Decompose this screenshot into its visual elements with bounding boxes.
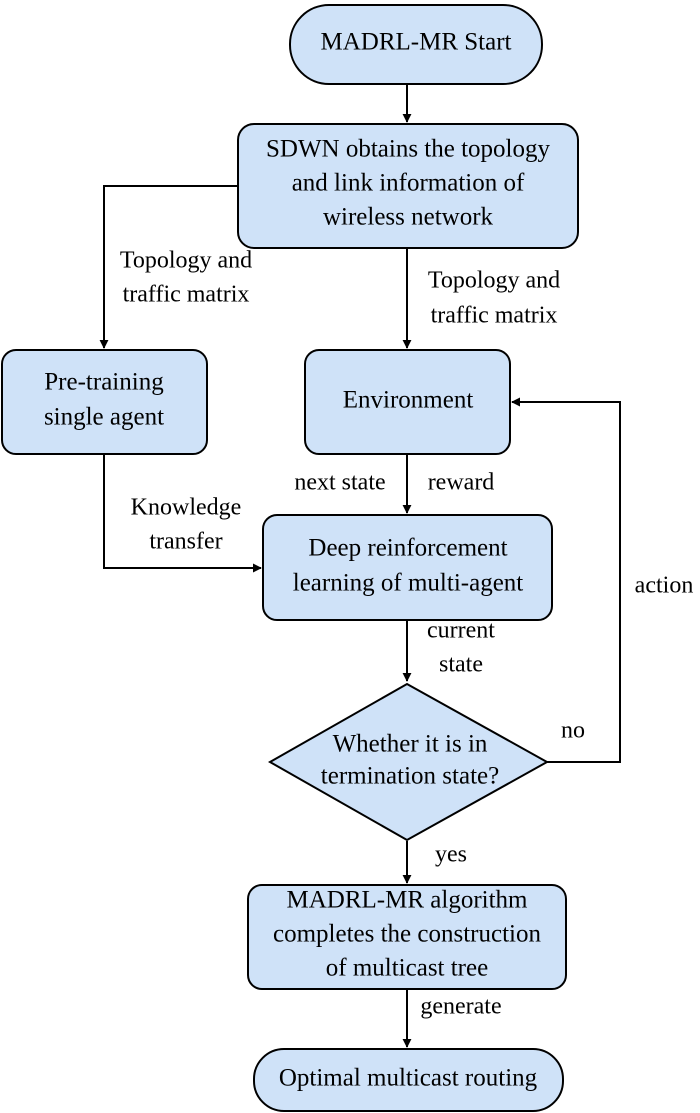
completes-label-line2: completes the construction bbox=[273, 921, 541, 948]
current-state-label-line2: state bbox=[439, 652, 483, 678]
generate-label: generate bbox=[420, 994, 501, 1020]
pretrain-node: Pre-training single agent bbox=[1, 349, 208, 455]
sdwn-label-line3: wireless network bbox=[323, 204, 494, 231]
edge-pretrain-to-drl bbox=[103, 454, 262, 573]
decision-label-line2: termination state? bbox=[321, 763, 499, 790]
next-state-label: next state bbox=[294, 470, 385, 496]
environment-node: Environment bbox=[304, 349, 511, 455]
start-node: MADRL-MR Start bbox=[289, 4, 543, 85]
sdwn-label-line1: SDWN obtains the topology bbox=[266, 136, 551, 163]
knowledge-label-line2: transfer bbox=[149, 529, 222, 555]
environment-label: Environment bbox=[343, 387, 474, 414]
drl-node: Deep reinforcement learning of multi-age… bbox=[262, 514, 553, 621]
end-label: Optimal multicast routing bbox=[279, 1065, 538, 1092]
topology-right-label-line2: traffic matrix bbox=[431, 303, 558, 329]
topology-left-label-line2: traffic matrix bbox=[123, 282, 250, 308]
edge-decision-to-environment-no bbox=[511, 397, 621, 763]
drl-label-line1: Deep reinforcement bbox=[308, 535, 507, 562]
completes-label-line3: of multicast tree bbox=[326, 955, 488, 982]
sdwn-label-line2: and link information of bbox=[292, 170, 525, 197]
drl-label-line2: learning of multi-agent bbox=[293, 570, 524, 597]
decision-label-line1: Whether it is in bbox=[333, 731, 488, 758]
edge-sdwn-to-pretrain bbox=[99, 185, 238, 349]
pretrain-label-line2: single agent bbox=[44, 404, 164, 431]
start-label: MADRL-MR Start bbox=[321, 29, 512, 56]
completes-node: MADRL-MR algorithm completes the constru… bbox=[247, 884, 567, 990]
no-label: no bbox=[561, 718, 585, 744]
pretrain-label-line1: Pre-training bbox=[44, 369, 164, 396]
edge-labels: Topology and traffic matrix Topology and… bbox=[120, 248, 693, 1020]
end-node: Optimal multicast routing bbox=[253, 1048, 564, 1112]
knowledge-label-line1: Knowledge bbox=[131, 495, 242, 521]
completes-label-line1: MADRL-MR algorithm bbox=[287, 887, 529, 914]
decision-node: Whether it is in termination state? bbox=[267, 682, 550, 842]
yes-label: yes bbox=[435, 842, 467, 868]
action-label: action bbox=[635, 573, 694, 599]
reward-label: reward bbox=[428, 470, 495, 496]
current-state-label-line1: current bbox=[427, 618, 495, 644]
topology-left-label-line1: Topology and bbox=[120, 248, 252, 274]
connectors bbox=[99, 84, 621, 1048]
sdwn-node: SDWN obtains the topology and link infor… bbox=[237, 123, 579, 249]
topology-right-label-line1: Topology and bbox=[428, 268, 560, 294]
